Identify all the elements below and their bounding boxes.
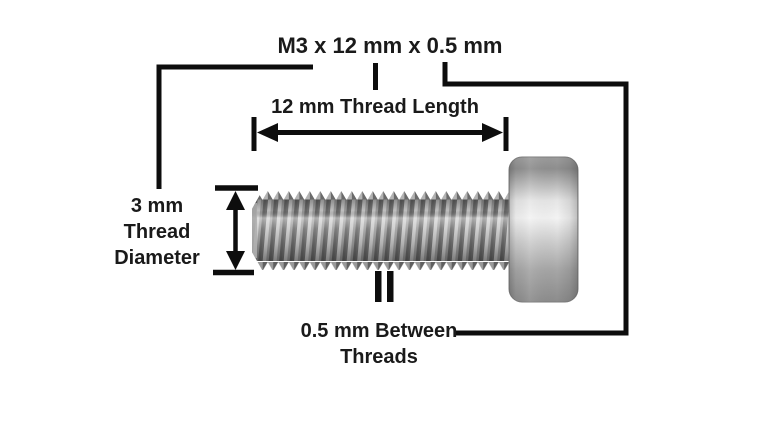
bolt-threaded-shaft — [252, 191, 512, 270]
diagram-title: M3 x 12 mm x 0.5 mm — [277, 33, 503, 58]
thread-diameter-dimension — [213, 185, 258, 276]
thread-diameter-label: 3 mm Thread Diameter — [77, 193, 237, 271]
thread-length-dimension — [251, 117, 509, 151]
thread-pitch-label: 0.5 mm Between Threads — [298, 318, 460, 370]
thread-diameter-label-line2: Thread — [123, 221, 191, 243]
thread-length-label: 12 mm Thread Length — [271, 96, 479, 118]
bolt-head — [508, 156, 579, 303]
thread-pitch-marks — [375, 271, 394, 302]
thread-diameter-label-line1: 3 mm — [130, 195, 184, 217]
bolt-illustration — [252, 156, 579, 303]
thread-pitch-label-line2: Threads — [340, 346, 418, 368]
thread-diameter-label-line3: Diameter — [114, 247, 200, 269]
leader-line-pitch — [442, 62, 629, 336]
leader-line-diameter — [156, 64, 313, 189]
thread-pitch-label-line1: 0.5 mm Between — [300, 320, 458, 342]
